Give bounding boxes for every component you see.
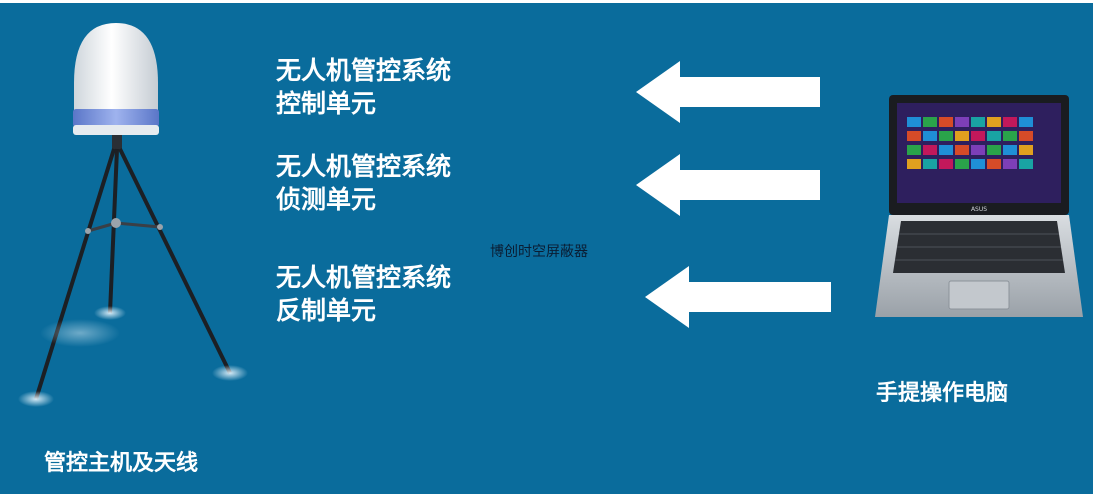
laptop-caption: 手提操作电脑 (876, 381, 1009, 406)
tripod-leg-center (108, 148, 119, 314)
unit-countermeasure-label: 无人机管控系统 反制单元 (276, 263, 452, 325)
arrow-detection (636, 154, 820, 216)
arrow-countermeasure (645, 266, 831, 328)
laptop-brand-logo: ASUS (971, 206, 987, 213)
host-caption: 管控主机及天线 (44, 451, 199, 476)
tripod-leg-right (118, 148, 232, 374)
diagram-canvas: 无人机管控系统 控制单元 无人机管控系统 侦测单元 无人机管控系统 反制单元 博… (0, 3, 1093, 494)
antenna-host-image (10, 13, 250, 423)
tripod-leg-left (34, 148, 116, 400)
arrow-control (636, 61, 820, 123)
antenna-band (73, 109, 159, 127)
unit-detection-label: 无人机管控系统 侦测单元 (276, 152, 452, 214)
watermark-text: 博创时空屏蔽器 (490, 244, 588, 260)
laptop-image: ASUS (875, 95, 1083, 317)
unit-control-label: 无人机管控系统 控制单元 (276, 56, 452, 118)
laptop-touchpad (948, 280, 1010, 310)
start-screen-tiles (907, 117, 1033, 169)
antenna-dome (74, 23, 158, 113)
